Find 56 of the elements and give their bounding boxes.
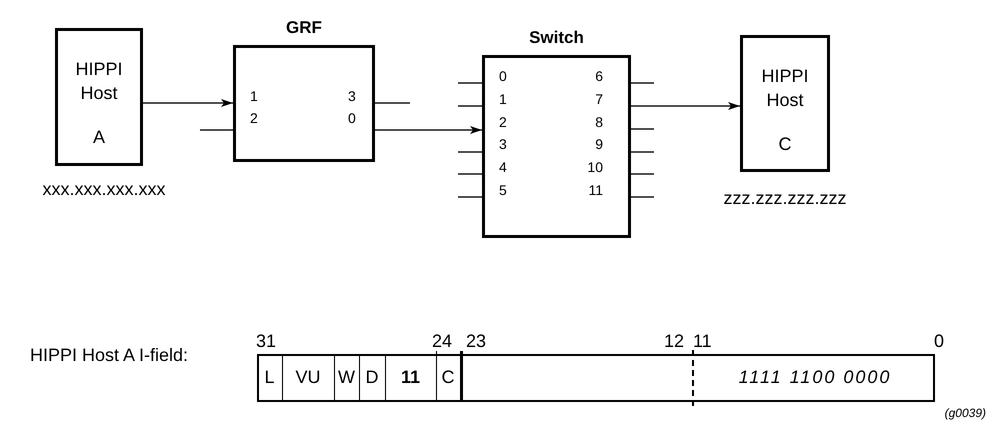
signal-line — [458, 151, 482, 153]
port-number: 8 — [594, 114, 603, 130]
bit-number: 0 — [932, 330, 944, 352]
signal-line — [375, 102, 410, 104]
signal-line — [631, 173, 654, 175]
port-number: 2 — [250, 110, 259, 126]
host-box — [740, 35, 830, 172]
field-cell-text: L — [263, 366, 276, 388]
arrow — [375, 126, 482, 134]
signal-line — [458, 173, 482, 175]
host-letter: A — [92, 126, 106, 149]
field-value: 1111 1100 0000 — [738, 366, 892, 388]
signal-line — [458, 82, 482, 84]
signal-line — [631, 151, 654, 153]
signal-line — [458, 105, 482, 107]
host-box — [55, 28, 143, 166]
port-number: 1 — [250, 88, 259, 104]
address-label: zzz.zzz.zzz.zzz — [722, 187, 848, 209]
port-number: 5 — [499, 182, 508, 198]
bit-number: 12 — [664, 330, 686, 352]
signal-line — [631, 128, 654, 130]
bit-number: 23 — [466, 330, 488, 352]
figure-id: (g0039) — [944, 405, 986, 421]
field-cell-text: C — [440, 366, 456, 388]
port-number: 1 — [499, 90, 508, 107]
address-label: xxx.xxx.xxx.xxx — [41, 178, 166, 200]
port-number: 3 — [499, 136, 508, 152]
port-number: 7 — [594, 90, 603, 107]
host-label: HIPPI Host — [760, 65, 810, 112]
port-number: 2 — [499, 114, 508, 130]
port-number: 3 — [348, 88, 357, 104]
field-cell-text: D — [364, 366, 380, 388]
arrow — [631, 102, 740, 110]
bit-number: 11 — [693, 330, 713, 352]
field-cell-text: W — [337, 366, 356, 388]
port-number: 10 — [586, 159, 603, 176]
bit-number: 24 — [432, 330, 454, 352]
device-title: GRF — [286, 17, 322, 39]
device-title: Switch — [529, 27, 584, 49]
port-number: 0 — [348, 110, 357, 126]
signal-line — [631, 82, 654, 84]
signal-line — [200, 129, 233, 131]
port-number: 6 — [594, 68, 603, 84]
port-number: 4 — [499, 159, 508, 176]
port-number: 11 — [587, 182, 603, 198]
port-number: 0 — [499, 68, 508, 84]
signal-line — [631, 196, 654, 198]
field-cell-text: VU — [294, 366, 322, 388]
field-caption: HIPPI Host A I-field: — [30, 344, 190, 366]
port-number: 9 — [594, 136, 603, 152]
field-cell-text: 11 — [400, 366, 422, 388]
signal-line — [458, 196, 482, 198]
arrow — [143, 99, 233, 107]
bit-number: 31 — [256, 330, 278, 352]
host-letter: C — [778, 133, 792, 156]
host-label: HIPPI Host — [74, 58, 124, 105]
